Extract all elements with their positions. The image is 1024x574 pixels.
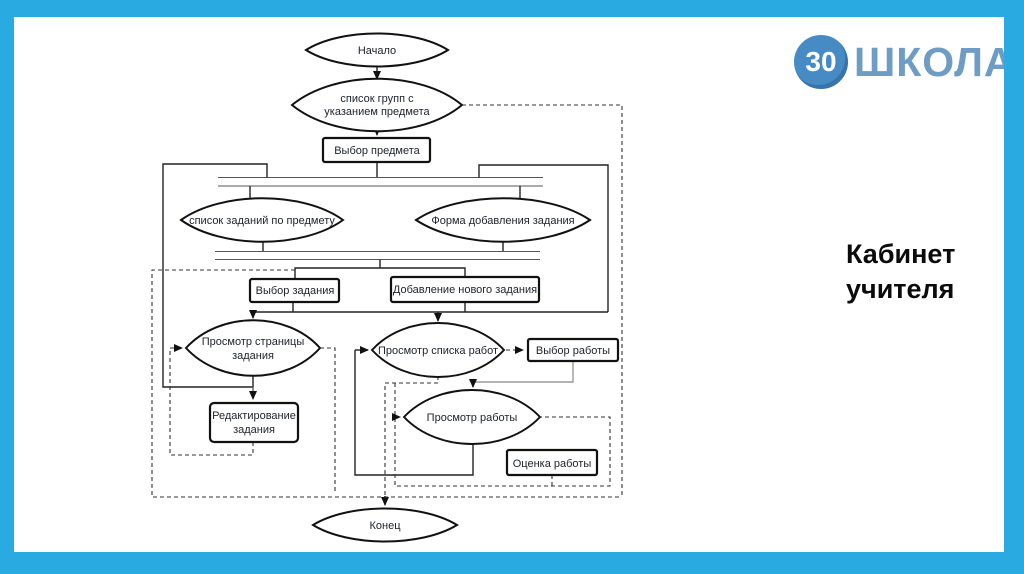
node-add-task-form <box>414 197 592 243</box>
node-edit-task <box>208 401 300 444</box>
node-choose-subject <box>321 136 432 164</box>
node-view-task-page-label-line2: задания <box>232 350 274 362</box>
node-groups-list-label-line2: указанием предмета <box>324 106 430 118</box>
node-view-task-page <box>184 319 322 377</box>
node-view-work-label: Просмотр работы <box>427 412 518 424</box>
node-choose-work-label: Выбор работы <box>536 345 610 357</box>
node-view-work <box>402 389 542 445</box>
node-add-new-task <box>389 275 541 304</box>
node-start-label: Начало <box>358 45 396 57</box>
node-view-works-list-label: Просмотр списка работ <box>378 345 498 357</box>
node-grade-work <box>505 448 599 477</box>
frame-border-right <box>1004 0 1024 574</box>
slide-title-line1: Кабинет <box>846 239 956 269</box>
node-add-new-task-label: Добавление нового задания <box>393 284 537 296</box>
node-end-label: Конец <box>369 520 401 532</box>
join-bar-middle <box>215 251 540 260</box>
frame-border-left <box>0 0 14 574</box>
frame-border-top <box>0 0 1024 17</box>
logo-school-name: ШКОЛА <box>854 39 1015 85</box>
node-choose-work <box>526 337 620 363</box>
node-subject-tasks-list-label: список заданий по предмету <box>189 215 335 227</box>
node-subject-tasks-list <box>179 197 345 243</box>
slide-title: Кабинет учителя <box>846 237 955 307</box>
solid-connectors <box>162 65 609 506</box>
node-groups-list <box>290 77 464 133</box>
node-choose-task-label: Выбор задания <box>256 285 335 297</box>
node-start <box>304 32 450 68</box>
node-view-works-list <box>370 322 506 378</box>
node-grade-work-label: Оценка работы <box>513 458 592 470</box>
node-end <box>311 507 459 543</box>
gray-connector <box>469 361 574 388</box>
school-logo: 30 ШКОЛА <box>792 32 1015 94</box>
node-choose-task <box>248 277 341 304</box>
node-view-task-page-label-line1: Просмотр страницы <box>202 336 305 348</box>
frame-border-bottom <box>0 552 1024 574</box>
node-add-task-form-label: Форма добавления задания <box>431 215 574 227</box>
node-groups-list-label-line1: список групп с <box>340 93 414 105</box>
fork-bar-top <box>218 177 543 187</box>
node-edit-task-label-line1: Редактирование <box>212 410 296 422</box>
logo-circle-30: 30 <box>794 35 848 89</box>
node-edit-task-label-line2: задания <box>233 424 275 436</box>
node-choose-subject-label: Выбор предмета <box>334 145 420 157</box>
slide-title-line2: учителя <box>846 274 955 304</box>
dashed-connectors <box>151 104 623 498</box>
